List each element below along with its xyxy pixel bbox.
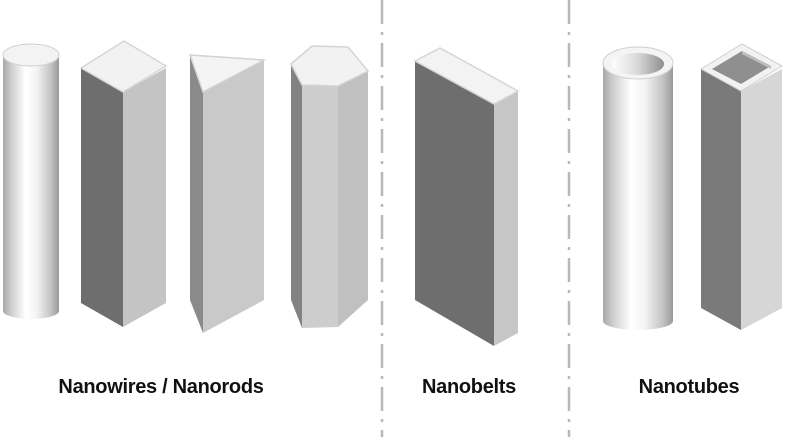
nanobelt-icon — [413, 47, 520, 346]
label-nanobelts: Nanobelts — [422, 376, 516, 398]
hollow-cylinder-nanotube-icon — [602, 46, 674, 330]
hollow-square-nanotube-icon — [700, 43, 783, 330]
label-nanowires-nanorods: Nanowires / Nanorods — [58, 376, 264, 398]
triangular-prism-nanorod-icon — [188, 54, 267, 333]
label-nanotubes: Nanotubes — [638, 376, 740, 398]
cylinder-nanowire-icon — [2, 43, 60, 319]
divider-left — [380, 0, 384, 437]
square-prism-nanorod-icon — [79, 40, 168, 327]
hexagonal-prism-nanorod-icon — [290, 45, 370, 328]
divider-right — [567, 0, 571, 437]
